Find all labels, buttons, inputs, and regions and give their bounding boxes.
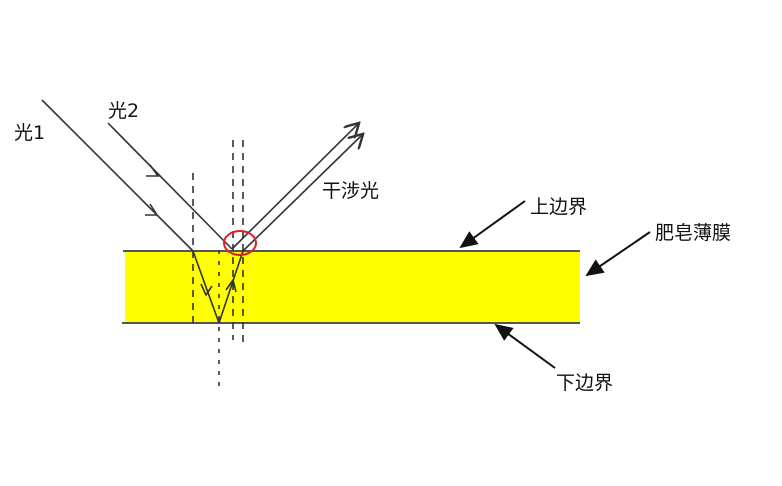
upper-boundary-label: 上边界 [530, 196, 588, 218]
interference-ray-1 [231, 124, 358, 250]
refracted-ray-down [192, 250, 220, 324]
arrow-icon [146, 164, 160, 177]
arrow-icon [145, 203, 159, 216]
highlight-circle [223, 230, 257, 256]
interference-ray-2 [242, 135, 362, 252]
soap-film-pointer [585, 231, 651, 277]
refracted-ray-up [218, 250, 244, 324]
lower-boundary-label: 下边界 [556, 372, 614, 394]
light1-label: 光1 [14, 122, 46, 144]
soap-film [125, 250, 580, 324]
upper-boundary-pointer [459, 200, 526, 249]
arrow-icon [225, 278, 237, 293]
soap-film-label: 肥皂薄膜 [655, 222, 732, 244]
interference-label: 干涉光 [322, 180, 380, 202]
light2-ray [107, 122, 233, 250]
light1-ray [41, 99, 194, 252]
light2-label: 光2 [108, 100, 140, 122]
lower-boundary-pointer [494, 323, 556, 369]
arrow-icon [200, 283, 213, 297]
